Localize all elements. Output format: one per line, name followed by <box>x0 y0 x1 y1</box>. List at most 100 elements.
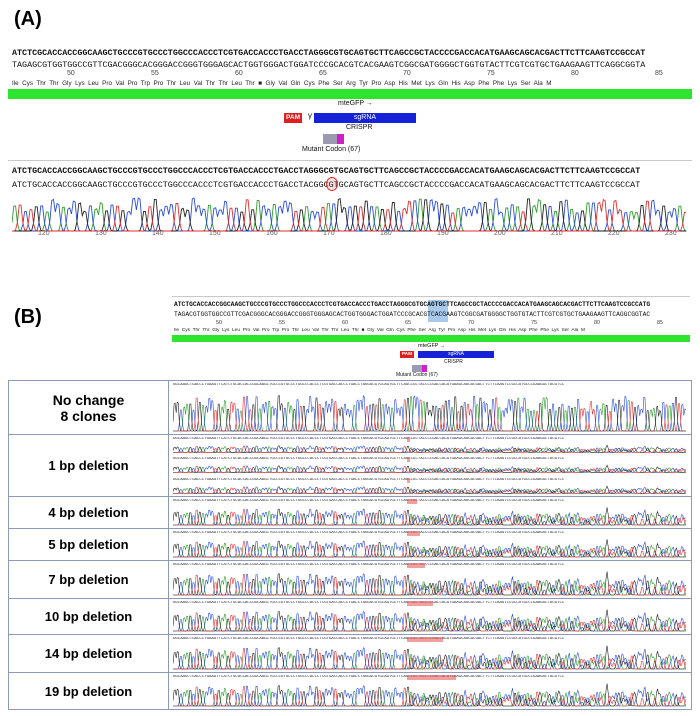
read-reference-sequence: ATCTGCACCACCGGCAAGCTGCCCGTGCCCTGGCCCACCC… <box>12 166 641 176</box>
clone-row-7bp: 7 bp deletion GGCAAGCTGACCCTGAAGTTCATCTG… <box>9 561 691 599</box>
trace-a-line <box>173 542 687 558</box>
clone-chromatogram <box>173 485 687 494</box>
clone-read-sequence: GGCAAGCTGACCCTGAAGTTCATCTGCACCACCGGCAAGC… <box>173 383 565 387</box>
trace-t-line <box>173 574 687 596</box>
pam-box: PAM <box>284 113 302 123</box>
row-traces: GGCAAGCTGACCCTGAAGTTCATCTGCACCACCGGCAAGC… <box>173 529 687 560</box>
row-traces: GGCAAGCTGACCCTGAAGTTCATCTGCACCACCGGCAAGC… <box>173 497 687 528</box>
clone-row-14bp: 14 bp deletion GGCAAGCTGACCCTGAAGTTCATCT… <box>9 635 691 673</box>
trace-c-line <box>12 197 687 232</box>
row-traces: GGCAAGCTGACCCTGAAGTTCATCTGCACCACCGGCAAGC… <box>173 435 687 496</box>
aa-number: 65 <box>405 320 412 326</box>
trace-a-line <box>173 576 687 596</box>
row-label: 1 bp deletion <box>9 435 169 496</box>
panel-a-chromatogram: ATCTGCACCACCGGCAAGCTGCCCGTGCCCTGGCCCACCC… <box>8 162 692 240</box>
aa-number: 55 <box>151 70 159 77</box>
b-ref-sequence-top: ATCTGCACCACCGGCAAGCTGCCCGTGCCCTGGCCCACCC… <box>174 301 651 308</box>
clone-chromatogram <box>173 507 687 526</box>
trace-a-line <box>173 487 687 494</box>
panel-a-label: (A) <box>14 8 42 30</box>
trace-t-line <box>173 396 686 432</box>
b-aa-number-ruler: 50 55 60 65 70 75 80 85 <box>172 320 690 328</box>
pam-marker: γ <box>308 111 312 120</box>
axis-tick: 160 <box>266 230 278 237</box>
aa-number: 80 <box>594 320 601 326</box>
clone-read-sequence: GGCAAGCTGACCCTGAAGTTCATCTGCACCACCGGCAAGC… <box>173 437 565 441</box>
aa-number: 60 <box>342 320 349 326</box>
aa-number: 70 <box>403 70 411 77</box>
aa-number: 70 <box>468 320 475 326</box>
clone-read-sequence: GGCAAGCTGACCCTGAAGTTCATCTGCACCACCGGCAAGC… <box>173 457 565 462</box>
clone-row-10bp: 10 bp deletion GGCAAGCTGACCCTGAAGTTCATCT… <box>9 599 691 635</box>
clone-read-sequence: GGCAAGCTGACCCTGAAGTTCATCTGCACCACCGGCAAGC… <box>173 477 565 482</box>
clone-read-sequence: GGCAAGCTGACCCTGAAGTTCATCTGCACCACCGGCAAGC… <box>173 531 565 535</box>
row-label: 10 bp deletion <box>9 599 169 634</box>
b-mutant-codon-label: Mutant Codon (67) <box>396 372 438 378</box>
aa-number: 65 <box>319 70 327 77</box>
aa-number: 55 <box>279 320 286 326</box>
clone-chromatogram <box>173 464 687 473</box>
b-crispr-label: CRISPR <box>444 359 463 365</box>
b-mtegfp-feature-label: mteGFP → <box>418 343 446 349</box>
aa-number: 75 <box>487 70 495 77</box>
clone-chromatogram <box>173 444 687 453</box>
b-mutant-codon-box <box>412 365 422 372</box>
aa-number-ruler: 50 55 60 65 70 75 80 85 <box>8 70 692 80</box>
b-mutant-codon-box-magenta <box>422 365 427 372</box>
deletion-gap-marker <box>406 675 457 680</box>
clone-read-sequence: GGCAAGCTGACCCTGAAGTTCATCTGCACCACCGGCAAGC… <box>173 601 565 605</box>
trace-t-line <box>173 509 687 526</box>
ref-sequence-bottom: TAGAGCGTGGTGGCCGTTCGACGGGCACGGGACCGGGTGG… <box>12 60 646 70</box>
axis-tick: 120 <box>38 230 50 237</box>
trace-a-line <box>173 446 687 453</box>
mtegfp-feature-label: mteGFP → <box>338 100 373 107</box>
clone-results-table: No change 8 clones GGCAAGCTGACCCTGAAGTTC… <box>8 380 692 710</box>
aa-number: 85 <box>655 70 663 77</box>
aa-number: 75 <box>531 320 538 326</box>
trace-a-line <box>173 510 687 526</box>
crispr-label: CRISPR <box>346 124 373 131</box>
trace-a-line <box>173 613 687 632</box>
row-traces: GGCAAGCTGACCCTGAAGTTCATCTGCACCACCGGCAAGC… <box>173 673 687 709</box>
deletion-gap-marker <box>406 563 426 568</box>
aa-number: 50 <box>216 320 223 326</box>
trace-t-line <box>12 198 687 232</box>
mutant-codon-box-magenta <box>337 134 344 144</box>
panel-a-divider <box>8 160 692 161</box>
chromatogram-trace-a <box>12 192 688 232</box>
deletion-gap-marker <box>406 637 444 642</box>
b-ref-sequence-bottom: TAGACGTGGTGGCCGTTCGACGGGCACGGGACCGGGTGGG… <box>174 311 651 318</box>
trace-t-line <box>173 541 687 558</box>
trace-g-line <box>12 197 687 232</box>
row-label: 5 bp deletion <box>9 529 169 560</box>
clone-row-5bp: 5 bp deletion GGCAAGCTGACCCTGAAGTTCATCTG… <box>9 529 691 561</box>
clone-chromatogram <box>173 539 687 558</box>
clone-chromatogram <box>173 645 687 670</box>
mutant-codon-label: Mutant Codon (67) <box>302 146 361 153</box>
row-label: 7 bp deletion <box>9 561 169 598</box>
aa-number: 60 <box>235 70 243 77</box>
cds-feature-bar <box>8 89 692 99</box>
deletion-gap-marker <box>406 499 418 504</box>
axis-tick: 180 <box>380 230 392 237</box>
clone-chromatogram <box>173 571 687 596</box>
panel-b-label: (B) <box>14 306 42 328</box>
panel-a-reference-map: ATCTCGCACCACCGGCAAGCTGCCCGTGCCCTGGCCCACC… <box>8 40 692 158</box>
row-traces: GGCAAGCTGACCCTGAAGTTCATCTGCACCACCGGCAAGC… <box>173 599 687 634</box>
panel-b-reference-map: ATCTGCACCACCGGCAAGCTGCCCGTGCCCTGGCCCACCC… <box>172 296 690 379</box>
trace-t-line <box>173 486 687 494</box>
row-traces: GGCAAGCTGACCCTGAAGTTCATCTGCACCACCGGCAAGC… <box>173 635 687 672</box>
ref-sequence-top: ATCTCGCACCACCGGCAAGCTGCCCGTGCCCTGGCCCACC… <box>12 48 646 58</box>
clone-chromatogram <box>173 683 687 707</box>
cut-site-highlight <box>428 300 448 322</box>
row-traces: GGCAAGCTGACCCTGAAGTTCATCTGCACCACCGGCAAGC… <box>173 381 687 434</box>
deletion-gap-marker <box>406 457 410 463</box>
axis-tick: 200 <box>494 230 506 237</box>
clone-read-sequence: GGCAAGCTGACCCTGAAGTTCATCTGCACCACCGGCAAGC… <box>173 563 565 567</box>
b-cds-feature-bar <box>172 335 690 342</box>
amino-acid-translation: Ile Cys Thr Thr Gly Lys Leu Pro Val Pro … <box>12 80 552 87</box>
clone-row-1bp: 1 bp deletion GGCAAGCTGACCCTGAAGTTCATCTG… <box>9 435 691 497</box>
axis-tick: 150 <box>209 230 221 237</box>
axis-tick: 170 <box>323 230 335 237</box>
row-label: No change 8 clones <box>9 381 169 434</box>
